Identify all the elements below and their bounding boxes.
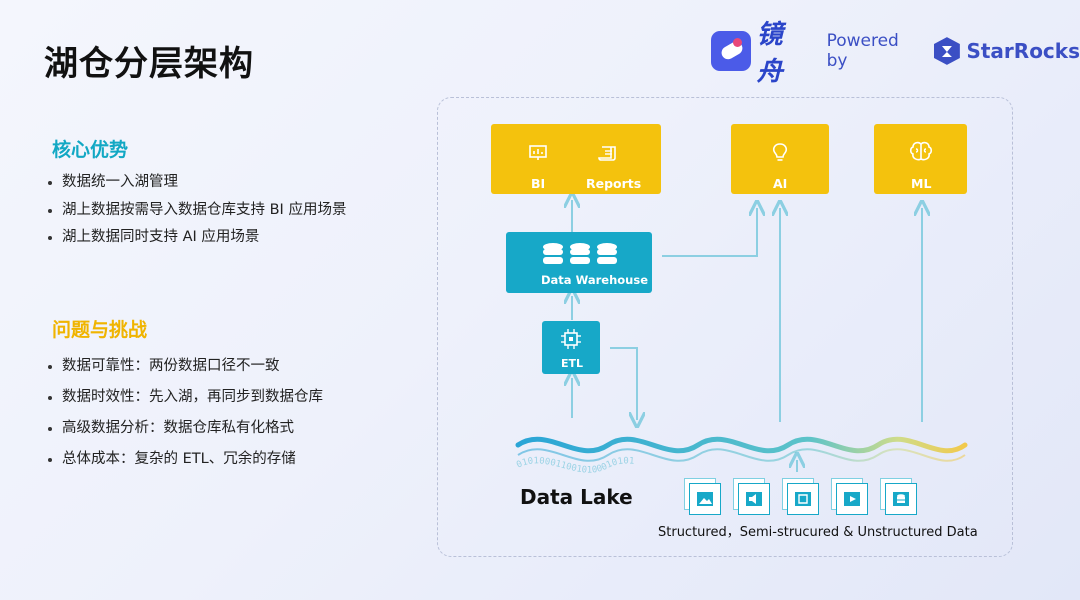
chip-icon <box>561 329 581 349</box>
scroll-report-icon <box>598 146 616 161</box>
challenges-list: 数据可靠性：两份数据口径不一致 数据时效性：先入湖，再同步到数据仓库 高级数据分… <box>48 351 323 475</box>
brand-header: 镜舟 Powered by StarRocks <box>711 20 1080 87</box>
list-item: 高级数据分析：数据仓库私有化格式 <box>48 413 323 444</box>
data-lake-label: Data Lake <box>520 485 633 509</box>
arrow-warehouse-to-ai <box>662 208 757 257</box>
audio-file-icon <box>738 483 770 515</box>
architecture-panel <box>437 97 1013 557</box>
database-icon <box>543 243 617 264</box>
data-types-caption: Structured，Semi-strucured & Unstructured… <box>658 525 978 540</box>
etl-label: ETL <box>561 357 584 370</box>
lake-wave-bottom <box>517 448 966 462</box>
partner-name: StarRocks <box>966 39 1080 63</box>
data-type-tiles <box>684 478 924 518</box>
reports-label: Reports <box>586 176 642 191</box>
challenges-heading: 问题与挑战 <box>52 319 148 341</box>
ai-box: AI <box>731 124 829 194</box>
data-warehouse-box: Data Warehouse <box>506 232 652 293</box>
brain-icon <box>909 141 933 161</box>
bi-label: BI <box>531 176 546 191</box>
brand-name: 镜舟 <box>756 20 783 87</box>
list-item: 湖上数据同时支持 AI 应用场景 <box>48 224 346 252</box>
jingzhou-logo-icon <box>711 31 751 71</box>
ml-box: ML <box>874 124 967 194</box>
page-title: 湖仓分层架构 <box>44 44 254 84</box>
advantages-heading: 核心优势 <box>52 139 129 161</box>
lightbulb-icon <box>772 143 788 161</box>
advantages-list: 数据统一入湖管理 湖上数据按需导入数据仓库支持 BI 应用场景 湖上数据同时支持… <box>48 169 346 252</box>
arrow-etl-to-lake <box>610 347 637 420</box>
ai-label: AI <box>773 176 788 191</box>
powered-by-text: Powered by <box>826 31 899 71</box>
ml-label: ML <box>911 176 932 191</box>
document-file-icon <box>787 483 819 515</box>
database-file-icon <box>885 483 917 515</box>
list-item: 数据可靠性：两份数据口径不一致 <box>48 351 323 382</box>
list-item: 数据时效性：先入湖，再同步到数据仓库 <box>48 382 323 413</box>
list-item: 数据统一入湖管理 <box>48 169 346 197</box>
starrocks-logo-icon <box>933 37 960 65</box>
list-item: 总体成本：复杂的 ETL、冗余的存储 <box>48 444 323 475</box>
list-item: 湖上数据按需导入数据仓库支持 BI 应用场景 <box>48 197 346 225</box>
lake-wave-top <box>515 436 968 454</box>
chart-icon <box>529 145 547 160</box>
video-file-icon <box>836 483 868 515</box>
etl-box: ETL <box>542 321 600 374</box>
warehouse-label: Data Warehouse <box>541 273 648 287</box>
bi-reports-box: BI Reports <box>491 124 661 194</box>
image-file-icon <box>689 483 721 515</box>
